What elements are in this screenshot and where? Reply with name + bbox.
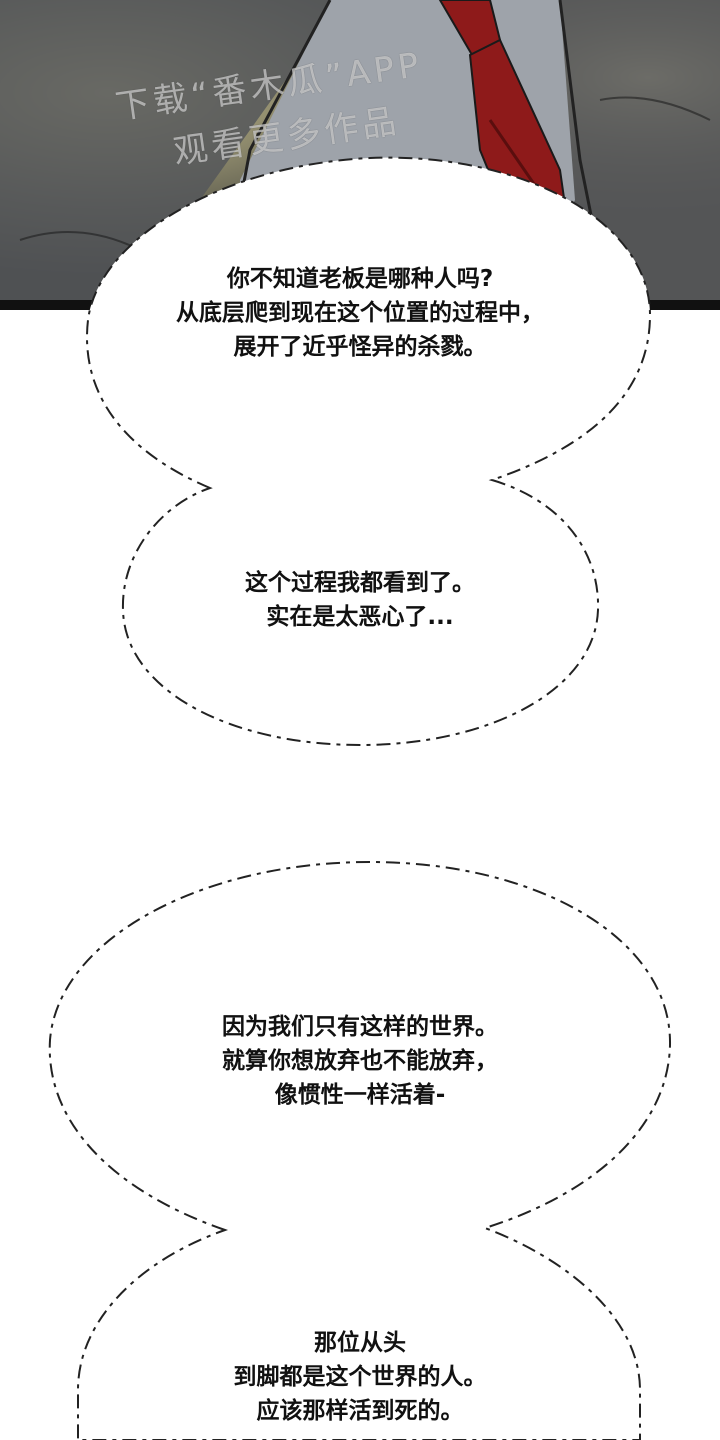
dialogue-text-4: 那位从头 到脚都是这个世界的人。 应该那样活到死的。 [233,1330,487,1424]
dialogue-text-1: 你不知道老板是哪种人吗? 从底层爬到现在这个位置的过程中， 展开了近乎怪异的杀戮… [176,266,544,360]
dialogue-text-2: 这个过程我都看到了。 实在是太恶心了... [245,570,475,630]
dialogue-text-3: 因为我们只有这样的世界。 就算你想放弃也不能放弃， 像惯性一样活着- [222,1014,498,1108]
speech-bubble-1 [86,156,652,747]
speech-bubble-2 [48,860,672,1440]
